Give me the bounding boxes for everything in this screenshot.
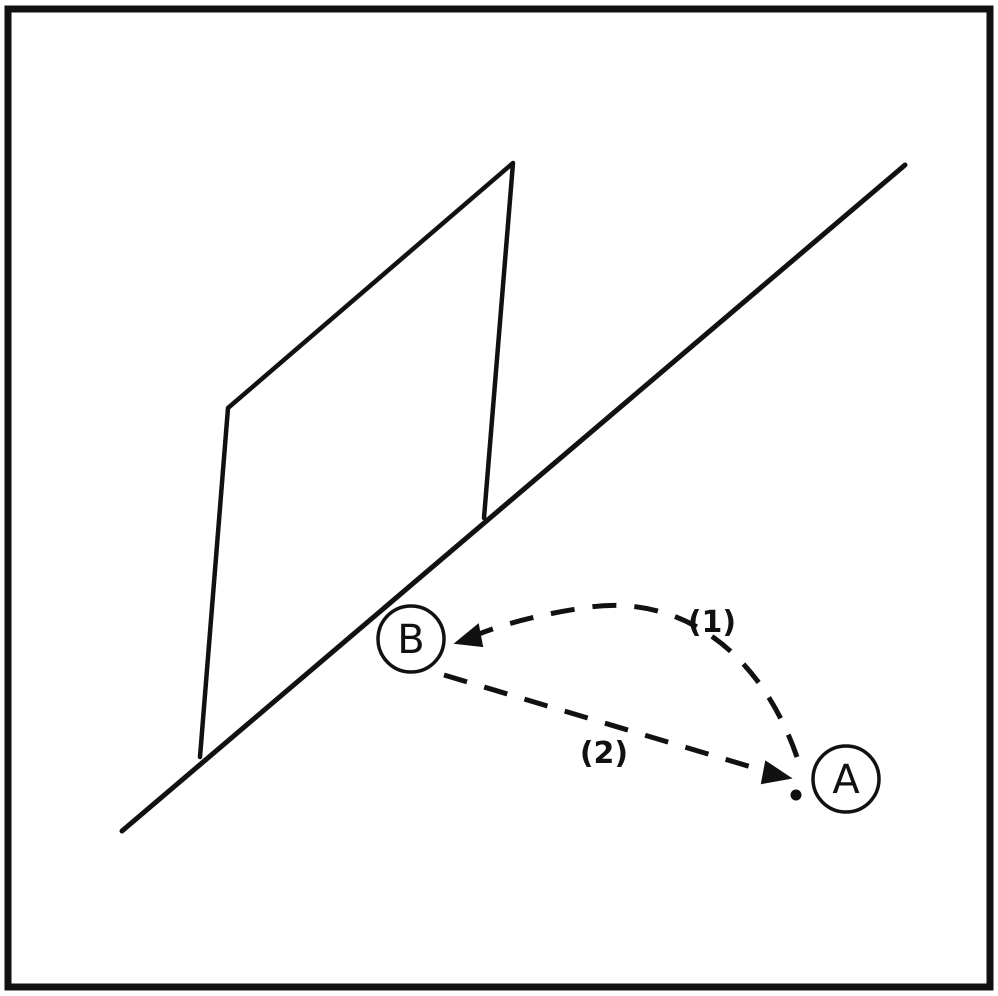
node-a-label: A bbox=[832, 757, 860, 803]
diagram-frame bbox=[4, 5, 994, 991]
ground-line bbox=[119, 162, 908, 834]
path-2-arrowhead bbox=[760, 760, 793, 785]
point-a-dot bbox=[790, 789, 802, 801]
node-b-ring bbox=[376, 604, 446, 674]
wall-plane bbox=[197, 160, 516, 760]
path-2-label: (2) bbox=[580, 736, 628, 771]
node-b: B bbox=[376, 604, 446, 674]
node-a: A bbox=[811, 744, 881, 814]
node-a-ring bbox=[811, 744, 881, 814]
path-1-arrowhead bbox=[453, 623, 484, 648]
path-1-label: (1) bbox=[688, 605, 736, 640]
node-b-label: B bbox=[397, 617, 424, 663]
path-2-line bbox=[443, 672, 769, 775]
path-1-arc bbox=[473, 602, 800, 758]
